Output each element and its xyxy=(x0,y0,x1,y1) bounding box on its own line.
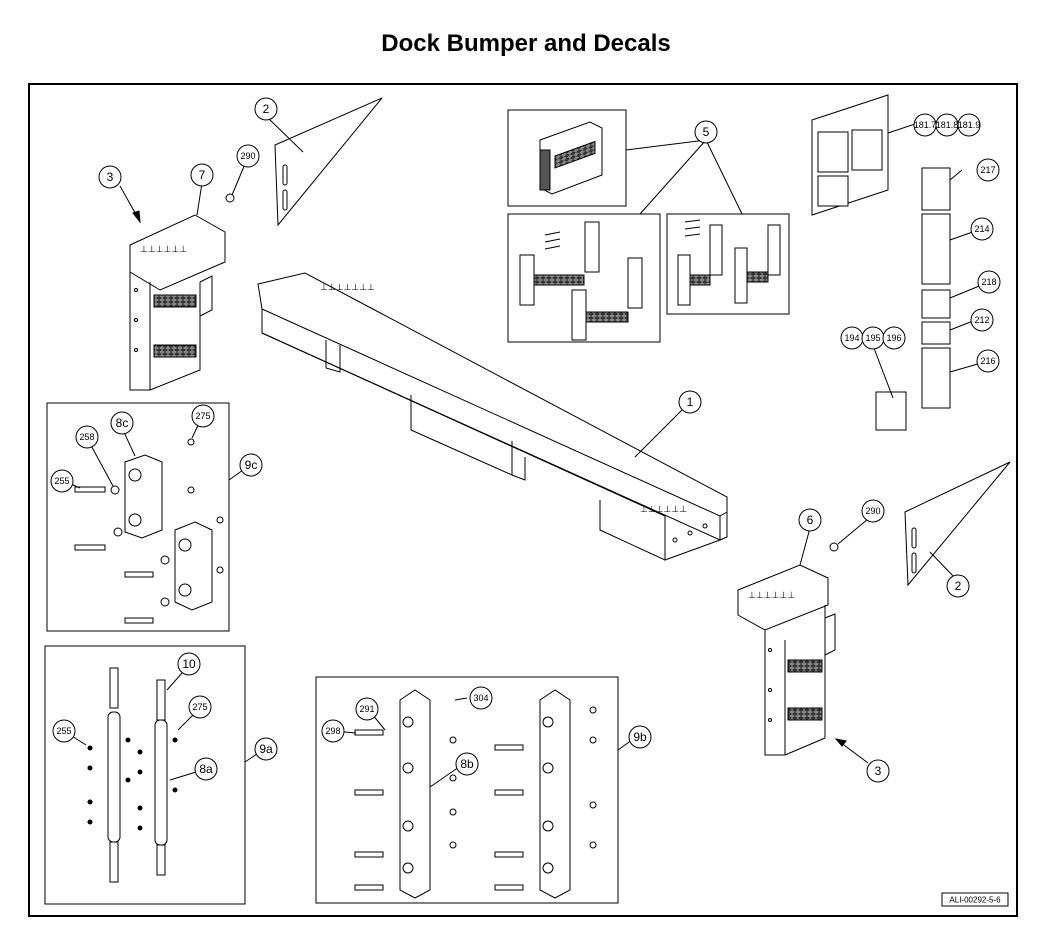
svg-text:304: 304 xyxy=(473,693,488,703)
callout-9c: 9c xyxy=(239,453,263,477)
svg-text:9b: 9b xyxy=(633,730,647,744)
callout-5: 5 xyxy=(694,120,718,144)
callout-218: 218 xyxy=(977,270,1001,294)
callout-8c: 8c xyxy=(110,411,134,435)
svg-text:214: 214 xyxy=(974,224,989,234)
panel-9c-parts xyxy=(74,438,224,624)
decal-sheets xyxy=(811,94,951,431)
svg-text:217: 217 xyxy=(980,165,995,175)
callout-2-right: 2 xyxy=(946,574,970,598)
svg-text:3: 3 xyxy=(107,170,114,184)
callout-275-9c: 275 xyxy=(191,404,215,428)
step-assembly-left: ⊥⊥⊥⊥⊥⊥ xyxy=(129,214,226,391)
svg-text:9a: 9a xyxy=(259,742,273,756)
document-number: ALI-00292-5-6 xyxy=(941,892,1009,907)
svg-text:194: 194 xyxy=(844,333,859,343)
callout-196: 196 xyxy=(882,326,906,350)
callout-194: 194 xyxy=(840,326,864,350)
svg-text:7: 7 xyxy=(199,168,206,182)
callout-7: 7 xyxy=(190,163,214,187)
callout-298: 298 xyxy=(321,719,345,743)
step-assembly-right: ⊥⊥⊥⊥⊥⊥ xyxy=(737,564,836,756)
svg-text:298: 298 xyxy=(325,726,340,736)
callout-6: 6 xyxy=(798,508,822,532)
svg-text:⊥⊥⊥⊥⊥⊥: ⊥⊥⊥⊥⊥⊥ xyxy=(640,505,687,515)
callout-214: 214 xyxy=(970,217,994,241)
svg-text:8b: 8b xyxy=(460,757,474,771)
svg-text:212: 212 xyxy=(974,315,989,325)
callout-9b: 9b xyxy=(628,725,652,749)
callout-275-9a: 275 xyxy=(188,695,212,719)
svg-text:⊥⊥⊥⊥⊥⊥⊥: ⊥⊥⊥⊥⊥⊥⊥ xyxy=(320,283,375,293)
callout-2-left: 2 xyxy=(254,97,278,121)
svg-text:8a: 8a xyxy=(199,762,213,776)
callout-290-left: 290 xyxy=(236,144,260,168)
callout-9a: 9a xyxy=(254,737,278,761)
svg-text:275: 275 xyxy=(192,702,207,712)
panel-9b xyxy=(315,676,619,904)
callout-10: 10 xyxy=(177,652,201,676)
callout-212: 212 xyxy=(970,308,994,332)
callout-195: 195 xyxy=(861,326,885,350)
callout-255-9c: 255 xyxy=(50,469,74,493)
nut-290-left xyxy=(225,193,235,203)
svg-text:291: 291 xyxy=(359,704,374,714)
side-guard-left xyxy=(274,97,383,227)
callout-291: 291 xyxy=(355,697,379,721)
svg-text:9c: 9c xyxy=(245,458,258,472)
svg-text:258: 258 xyxy=(79,432,94,442)
callout-181-7: 181.7 xyxy=(913,113,937,137)
svg-text:3: 3 xyxy=(875,764,882,778)
svg-text:216: 216 xyxy=(980,356,995,366)
svg-text:290: 290 xyxy=(865,506,880,516)
item-5-views xyxy=(507,109,790,343)
callout-290-right: 290 xyxy=(861,499,885,523)
callout-304: 304 xyxy=(469,686,493,710)
callout-217: 217 xyxy=(976,158,1000,182)
panel-9a xyxy=(44,645,246,905)
svg-text:⊥⊥⊥⊥⊥⊥: ⊥⊥⊥⊥⊥⊥ xyxy=(140,245,187,255)
side-guard-right xyxy=(904,461,1011,587)
svg-text:5: 5 xyxy=(703,125,710,139)
page-title: Dock Bumper and Decals xyxy=(381,30,671,57)
callout-3-left: 3 xyxy=(98,165,122,189)
panel-9c xyxy=(46,402,230,632)
svg-text:⊥⊥⊥⊥⊥⊥: ⊥⊥⊥⊥⊥⊥ xyxy=(748,591,795,601)
callout-258: 258 xyxy=(75,425,99,449)
svg-text:218: 218 xyxy=(981,277,996,287)
arrows-item-3 xyxy=(119,185,869,764)
svg-text:6: 6 xyxy=(807,513,814,527)
callout-1: 1 xyxy=(678,390,702,414)
svg-text:196: 196 xyxy=(886,333,901,343)
callout-181-8: 181.8 xyxy=(935,113,959,137)
svg-text:1: 1 xyxy=(687,395,694,409)
callout-216: 216 xyxy=(976,349,1000,373)
svg-text:2: 2 xyxy=(955,579,962,593)
svg-text:2: 2 xyxy=(263,102,270,116)
panel-9b-parts xyxy=(354,689,597,899)
svg-text:10: 10 xyxy=(182,657,196,671)
svg-text:195: 195 xyxy=(865,333,880,343)
svg-text:ALI-00292-5-6: ALI-00292-5-6 xyxy=(949,896,1001,905)
dock-bumper-main: ⊥⊥⊥⊥⊥⊥⊥ ⊥⊥⊥⊥⊥⊥ xyxy=(257,272,728,561)
nut-290-right xyxy=(829,542,839,552)
panel-9a-parts xyxy=(87,667,178,883)
svg-text:290: 290 xyxy=(240,151,255,161)
callout-8b: 8b xyxy=(455,752,479,776)
svg-text:181.8: 181.8 xyxy=(936,120,959,130)
svg-text:181.9: 181.9 xyxy=(958,120,981,130)
svg-text:255: 255 xyxy=(56,726,71,736)
callout-8a: 8a xyxy=(194,757,218,781)
svg-text:275: 275 xyxy=(195,411,210,421)
callout-255-9a: 255 xyxy=(52,719,76,743)
svg-text:8c: 8c xyxy=(116,416,129,430)
callout-3-right: 3 xyxy=(866,759,890,783)
svg-text:255: 255 xyxy=(54,476,69,486)
callout-181-9: 181.9 xyxy=(957,113,981,137)
diagram-frame xyxy=(28,83,1018,917)
svg-text:181.7: 181.7 xyxy=(914,120,937,130)
